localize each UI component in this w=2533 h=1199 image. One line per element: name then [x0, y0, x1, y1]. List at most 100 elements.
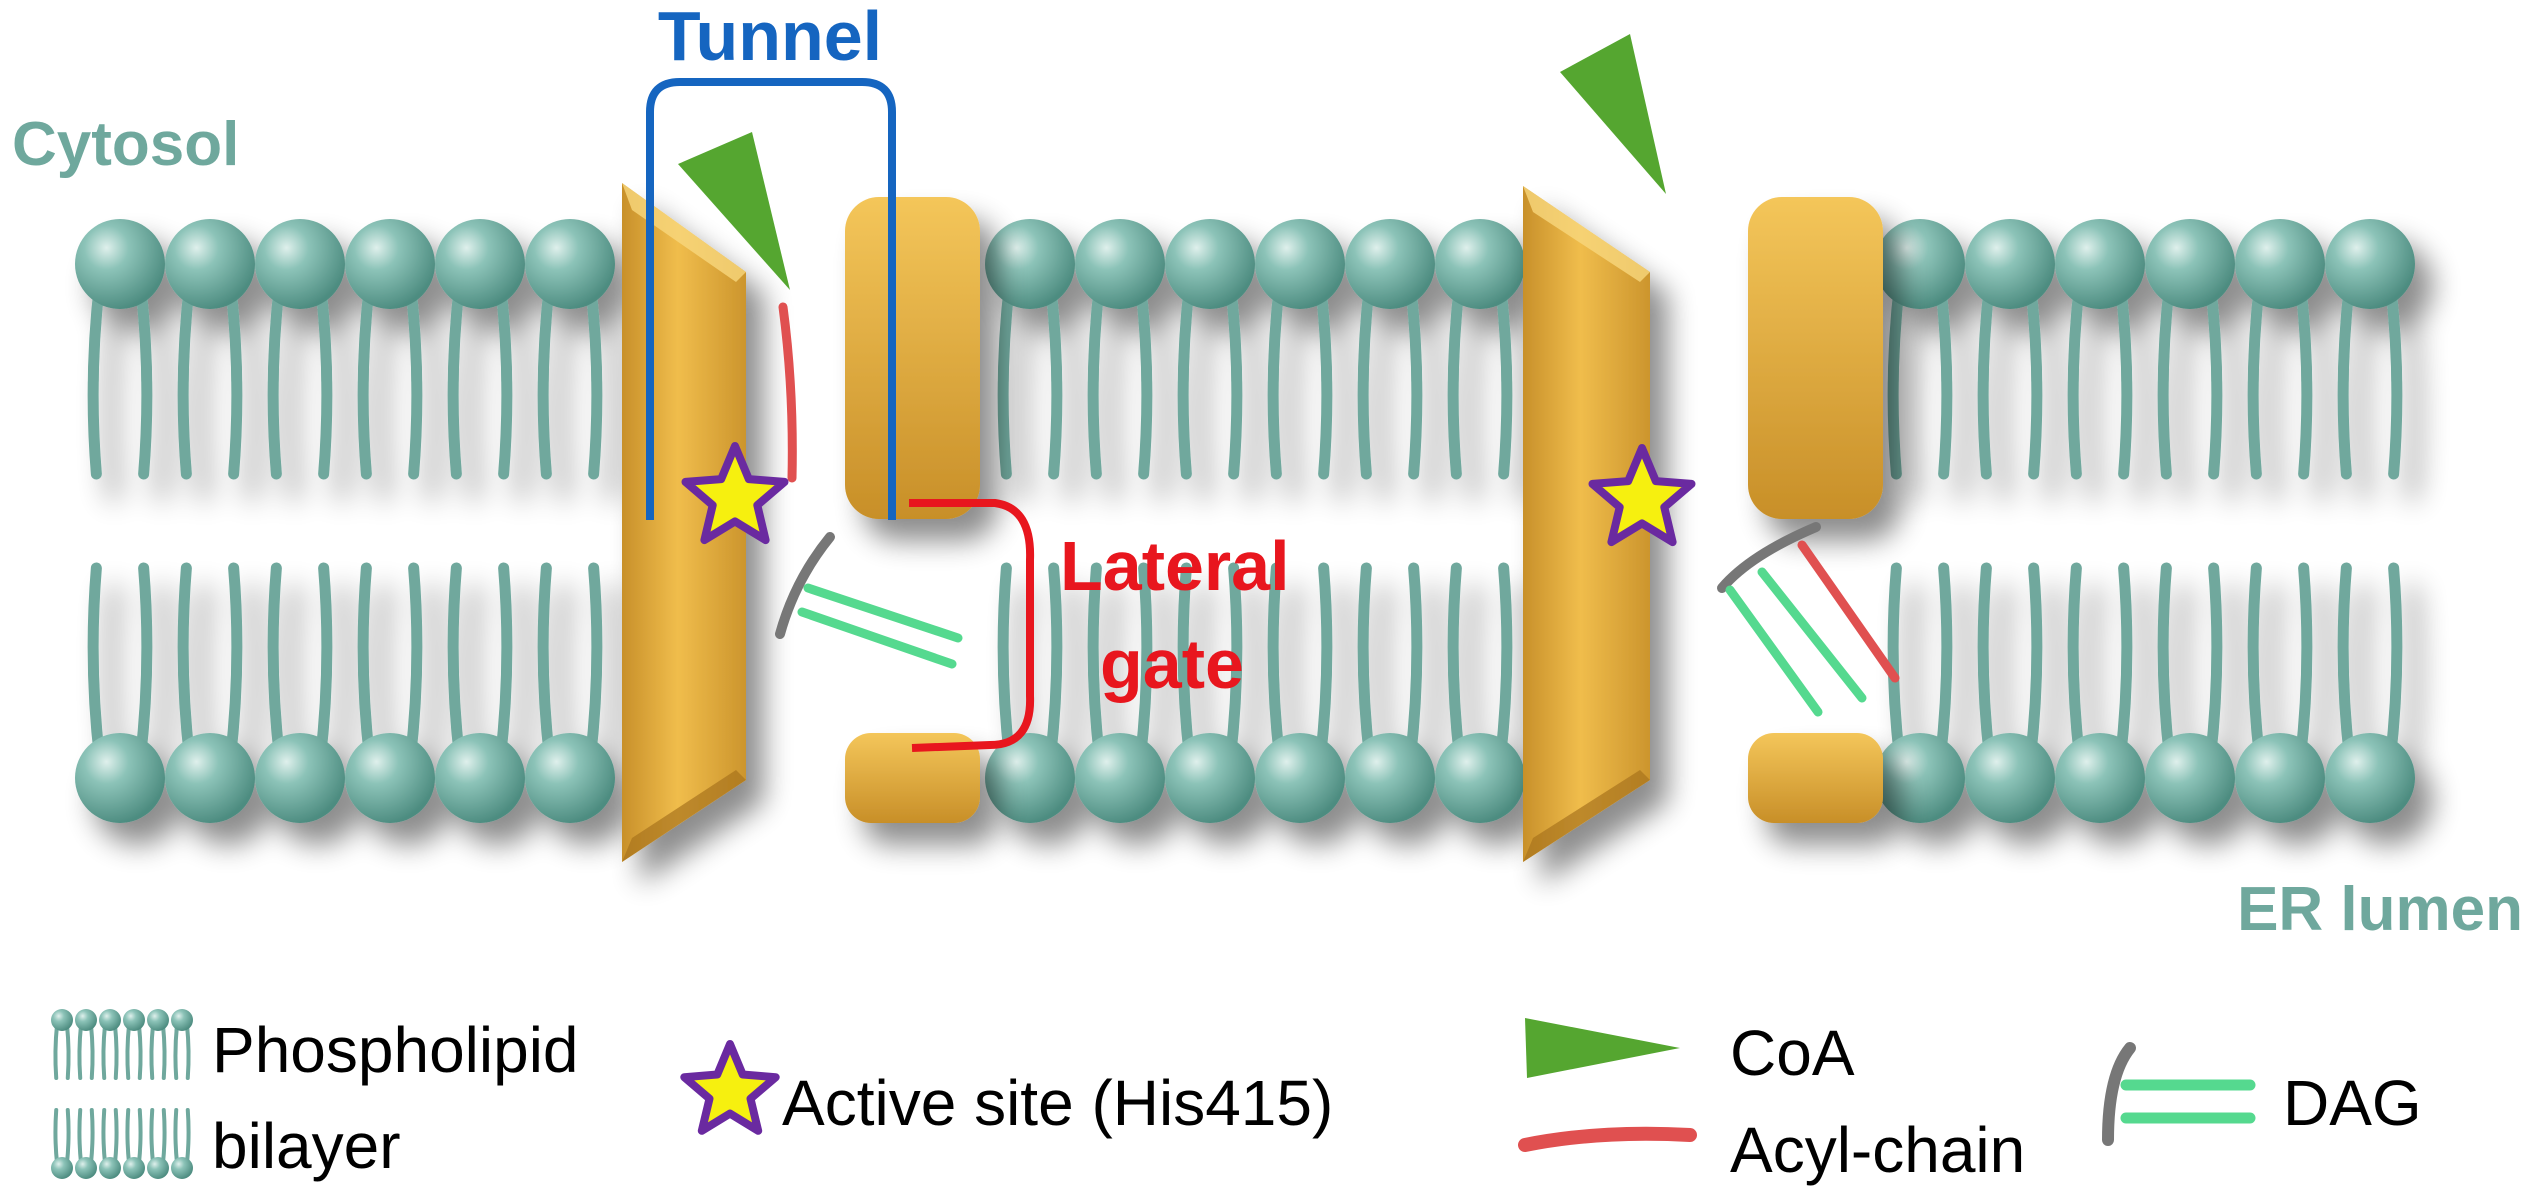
lipid-tail [112, 1022, 119, 1080]
lipid-lower-leaflet [345, 562, 435, 823]
lipid-tail [357, 562, 376, 766]
lipid-head [171, 1009, 193, 1031]
lipid-tail [494, 276, 513, 480]
lipid-upper-leaflet [1075, 219, 1165, 480]
lipid-tail [1087, 562, 1106, 766]
lipid-head [75, 219, 165, 309]
lipid-tail [1934, 562, 1953, 766]
lipid-tail [537, 276, 556, 480]
lipid-head [165, 219, 255, 309]
lipid-tail [77, 1022, 84, 1080]
lipid-head [2145, 733, 2235, 823]
cytosol-label: Cytosol [12, 110, 239, 179]
lipid-upper-leaflet [1875, 219, 1965, 480]
lateral-gate-label-line2: gate [1100, 625, 1244, 703]
lipid-tail [404, 562, 423, 766]
lipid-head [525, 733, 615, 823]
acyl-chain-left [778, 302, 797, 483]
legend-lipid-upper [171, 1009, 193, 1080]
lipid-head [985, 733, 1075, 823]
lipid-tail [584, 562, 603, 766]
lipid-upper-leaflet [2145, 219, 2235, 480]
lipid-head [1435, 733, 1525, 823]
legend-phospholipid-icon [51, 1009, 193, 1179]
lipid-tail [64, 1022, 71, 1080]
lipid-head [1255, 219, 1345, 309]
lipid-tail [2157, 276, 2176, 480]
lipid-tail [584, 276, 603, 480]
lipid-head [525, 219, 615, 309]
lipid-tail [2247, 562, 2266, 766]
lipid-upper-leaflet [1165, 219, 1255, 480]
lipid-tail [149, 1022, 156, 1080]
lipid-upper-leaflet [1435, 219, 1525, 480]
acyl-chain-right [1797, 540, 1900, 683]
lipid-head [345, 219, 435, 309]
lipid-lower-leaflet [255, 562, 345, 823]
lipid-head [2235, 733, 2325, 823]
lipid-tail [1977, 562, 1996, 766]
lipid-tail [177, 276, 196, 480]
legend-lipid-upper [99, 1009, 121, 1080]
lipid-tail [134, 276, 153, 480]
legend-active-site-label: Active site (His415) [782, 1067, 1333, 1139]
lipid-tail [2247, 276, 2266, 480]
lipid-lower-leaflet [1165, 562, 1255, 823]
lipid-tail [125, 1108, 132, 1166]
legend: Phospholipid bilayer Active site (His415… [51, 1009, 2422, 1186]
legend-lipid-lower [147, 1108, 169, 1179]
lipid-tail [997, 562, 1016, 766]
lipid-tail [494, 562, 513, 766]
lipid-tail [1357, 276, 1376, 480]
legend-lipid-lower [75, 1108, 97, 1179]
lipid-head [99, 1009, 121, 1031]
lipid-lower-leaflet [1255, 562, 1345, 823]
lipid-tail [1447, 276, 1466, 480]
lipid-lower-leaflet [2145, 562, 2235, 823]
dag-chain [1725, 585, 1823, 717]
legend-lipid-upper [147, 1009, 169, 1080]
lipid-tail [1494, 276, 1513, 480]
lipid-tail [149, 1108, 156, 1166]
active-site-star-right [1588, 444, 1696, 547]
lipid-head [2325, 733, 2415, 823]
lipid-tail [1134, 276, 1153, 480]
lipid-head [1965, 733, 2055, 823]
lipid-tail [87, 562, 106, 766]
dag-molecule-right [1717, 522, 1900, 717]
lipid-head [1345, 733, 1435, 823]
lipid-upper-leaflet [165, 219, 255, 480]
lipid-head [1345, 219, 1435, 309]
lateral-gate-label-line1: Lateral [1060, 527, 1290, 605]
lipid-tail [1314, 276, 1333, 480]
lipid-tail [2294, 562, 2313, 766]
legend-lipid-lower [51, 1108, 73, 1179]
lipid-tail [184, 1108, 191, 1166]
tunnel-bracket [646, 78, 896, 520]
lipid-head [2145, 219, 2235, 309]
dag-glycerol-cap [1717, 522, 1821, 593]
legend-phospholipid-label-line1: Phospholipid [212, 1014, 579, 1086]
lipid-tail [53, 1022, 60, 1080]
lipid-lower-leaflet [525, 562, 615, 823]
lipid-tail [136, 1022, 143, 1080]
er-lumen-label: ER lumen [2237, 875, 2523, 944]
dgat1-protomer-left [622, 183, 980, 862]
lipid-tail [88, 1108, 95, 1166]
legend-lipid-upper [123, 1009, 145, 1080]
lipid-head [99, 1157, 121, 1179]
dag-chain [803, 583, 963, 643]
legend-lipid-lower [99, 1108, 121, 1179]
legend-phospholipid-label-line2: bilayer [212, 1110, 401, 1182]
lipid-lower-leaflet [75, 562, 165, 823]
lipid-tail [2204, 562, 2223, 766]
lipid-tail [1087, 276, 1106, 480]
lipid-tail [101, 1022, 108, 1080]
lipid-head [51, 1009, 73, 1031]
lipid-tail [1314, 562, 1333, 766]
legend-lipid-upper [51, 1009, 73, 1080]
lipid-tail [87, 276, 106, 480]
lipid-upper-leaflet [1345, 219, 1435, 480]
lipid-tail [1447, 562, 1466, 766]
lipid-head [171, 1157, 193, 1179]
